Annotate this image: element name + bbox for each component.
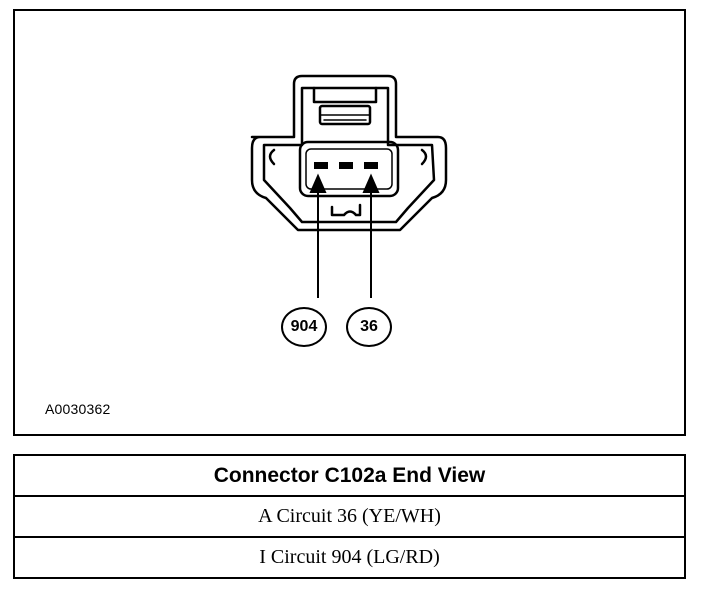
- legend-row-circuit-36: A Circuit 36 (YE/WH): [13, 495, 686, 538]
- connector-legend-table: Connector C102a End View A Circuit 36 (Y…: [13, 454, 686, 579]
- connector-housing-inner: [262, 86, 436, 224]
- connector-housing-outer: [250, 74, 448, 232]
- connector-figure: 904 36 A0030362: [13, 9, 686, 436]
- callout-label: 36: [360, 318, 378, 335]
- connector-drawing: [250, 74, 448, 298]
- terminal-cavity-inner: [305, 148, 393, 190]
- legend-title: Connector C102a End View: [13, 454, 686, 497]
- callout-circuit-36: 36: [346, 307, 392, 347]
- callout-label: 904: [290, 318, 318, 335]
- connector-latch: [312, 86, 378, 104]
- table-row: Connector C102a End View: [13, 454, 686, 497]
- terminal-pin-c: [364, 162, 378, 169]
- legend-row-circuit-904: I Circuit 904 (LG/RD): [13, 536, 686, 579]
- leader-arrow-36: [362, 173, 380, 193]
- figure-id-label: A0030362: [45, 401, 111, 417]
- terminal-pin-a: [314, 162, 328, 169]
- table-row: A Circuit 36 (YE/WH): [13, 495, 686, 538]
- leader-arrow-904: [309, 173, 327, 193]
- callout-circuit-904: 904: [281, 307, 327, 347]
- table-row: I Circuit 904 (LG/RD): [13, 536, 686, 579]
- terminal-cavity-frame: [298, 140, 400, 198]
- connector-seal-left: [268, 148, 276, 166]
- connector-seal-right: [420, 148, 428, 166]
- terminal-pin-b: [339, 162, 353, 169]
- connector-key: [330, 203, 362, 217]
